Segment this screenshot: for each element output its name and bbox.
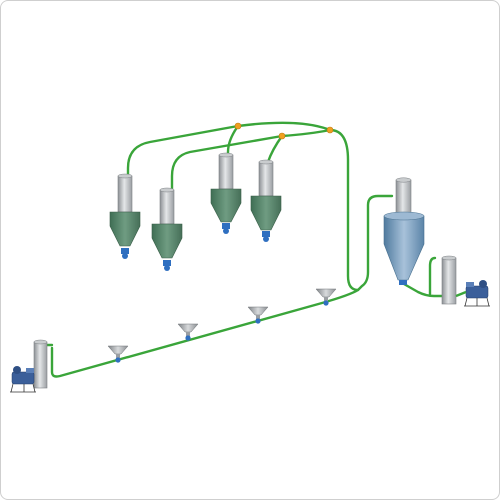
rotary-valve-icon bbox=[323, 300, 329, 306]
silo-filter-column bbox=[159, 189, 175, 225]
pipe-network bbox=[45, 121, 444, 378]
silo-body bbox=[250, 195, 282, 231]
right-blower-station bbox=[441, 255, 490, 307]
pipe-junction-icon bbox=[326, 126, 334, 134]
left-blower-station bbox=[10, 339, 48, 393]
receiver-silo-4 bbox=[250, 159, 282, 242]
silo-body bbox=[210, 188, 242, 223]
feed-hoppers bbox=[107, 288, 337, 363]
main-conveying-line bbox=[50, 194, 394, 378]
rotary-valve-icon bbox=[163, 260, 171, 266]
pipe-junction-icon bbox=[278, 132, 286, 140]
receiver-silo-3 bbox=[210, 152, 242, 234]
drop-pipe-silo-3 bbox=[226, 124, 240, 160]
silo-filter-column bbox=[258, 161, 274, 197]
feed-hopper-2 bbox=[177, 323, 199, 341]
rotary-valve-icon bbox=[399, 280, 407, 285]
silo-body bbox=[151, 223, 183, 259]
silo-filter-column bbox=[395, 179, 412, 217]
silo-filter-column bbox=[117, 175, 133, 213]
rotary-valve-icon bbox=[115, 357, 121, 363]
silo-body bbox=[383, 212, 425, 281]
blower-unit-icon bbox=[10, 366, 36, 393]
rotary-valve-icon bbox=[121, 248, 129, 254]
feed-hopper-3 bbox=[247, 306, 269, 324]
silo-filter-column bbox=[218, 154, 234, 190]
right-filter-pipe bbox=[428, 256, 437, 296]
receiver-silo-large bbox=[383, 177, 425, 285]
feed-hopper-4 bbox=[315, 288, 337, 306]
feed-hopper-1 bbox=[107, 345, 129, 363]
filter-column-icon bbox=[441, 257, 457, 305]
feed-hopper-icon bbox=[107, 345, 129, 355]
pipe-junction-icon bbox=[234, 122, 242, 130]
right-return-pipe bbox=[402, 282, 444, 298]
blower-unit-icon bbox=[464, 280, 490, 307]
inner-header-pipe bbox=[170, 128, 332, 194]
feed-hopper-icon bbox=[315, 288, 337, 298]
pipe-junctions bbox=[234, 122, 334, 140]
filter-column-icon bbox=[33, 341, 48, 389]
drop-pipe-silo-4 bbox=[266, 134, 284, 164]
blower-outlet-pipe bbox=[455, 290, 467, 298]
feed-hopper-icon bbox=[177, 323, 199, 333]
rotary-valve-icon bbox=[255, 318, 261, 324]
rotary-valve-icon bbox=[222, 223, 230, 229]
receiver-silo-2 bbox=[151, 187, 183, 271]
overhead-riser-pipe bbox=[328, 128, 360, 292]
rotary-valve-icon bbox=[185, 335, 191, 341]
silo-body bbox=[109, 211, 141, 247]
rotary-valve-icon bbox=[262, 231, 270, 237]
feed-hopper-icon bbox=[247, 306, 269, 316]
receiver-silo-1 bbox=[109, 173, 141, 259]
